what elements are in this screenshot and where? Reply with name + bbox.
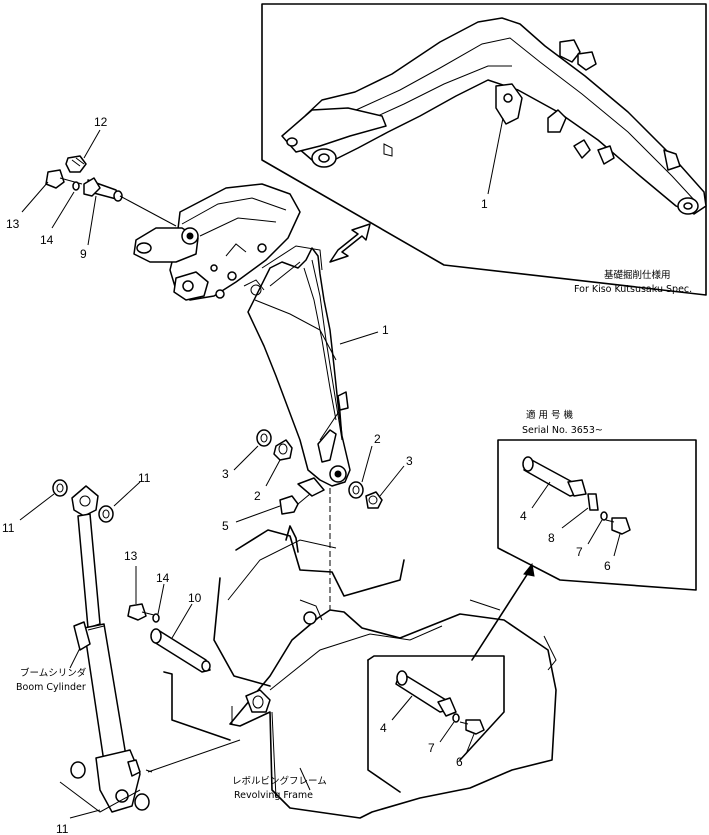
callout-frame-6: 6 [456, 755, 463, 769]
kiso-boom-callout: 1 [481, 197, 488, 211]
callout-serial-6: 6 [604, 559, 611, 573]
upper-pin-assembly [45, 155, 177, 227]
leader-1-main [339, 331, 379, 345]
interchange-arrow [329, 223, 371, 263]
serial-inset-frame [497, 439, 697, 591]
leader-14-lower [157, 583, 165, 615]
callout-2-right: 2 [374, 432, 381, 446]
leader-12 [83, 129, 101, 159]
callout-11-bottom: 11 [56, 822, 69, 835]
callout-5: 5 [222, 519, 229, 533]
kiso-caption-jp: 基礎掘削仕様用 [604, 269, 671, 281]
frame-caption-en: Revolving Frame [234, 790, 313, 801]
serial-inset: 適 用 号 機 Serial No. 3653~ [497, 409, 697, 591]
callout-1-main: 1 [382, 323, 389, 337]
leader-2-right [361, 445, 373, 483]
boom-cylinder [52, 479, 153, 813]
kiso-leader [487, 117, 504, 195]
callout-serial-7: 7 [576, 545, 583, 559]
callout-frame-4: 4 [380, 721, 387, 735]
leader-serial-7 [587, 519, 603, 545]
leader-frame-4 [391, 695, 413, 721]
boom-cyl-leader [69, 647, 81, 669]
kiso-caption-en: For Kiso Kutsusaku Spec. [574, 284, 692, 295]
callout-frame-7: 7 [428, 741, 435, 755]
callout-14-lower: 14 [156, 571, 170, 585]
frame-caption-leader [299, 767, 311, 791]
callout-2-left: 2 [254, 489, 261, 503]
frame-caption-jp: レボルビングフレーム [232, 775, 327, 787]
leader-frame-7 [439, 721, 455, 743]
callout-10: 10 [188, 591, 202, 605]
callout-3-left: 3 [222, 467, 229, 481]
callout-11-tr: 11 [138, 471, 151, 485]
main-boom [133, 183, 351, 487]
foot-seals-bushings [256, 429, 383, 515]
boom-cyl-caption-jp: ブームシリンダ [20, 667, 87, 679]
callout-serial-8: 8 [548, 531, 555, 545]
callout-13-upper: 13 [6, 217, 20, 231]
revolving-frame [147, 488, 557, 819]
leader-14-upper [51, 191, 75, 229]
leader-11-bottom [69, 809, 101, 819]
leader-serial-4 [531, 481, 551, 509]
serial-caption-en: Serial No. 3653~ [522, 425, 603, 436]
leader-11-tr [113, 481, 141, 507]
leader-frame-6 [465, 733, 475, 755]
leader-10 [171, 603, 193, 639]
callout-9: 9 [80, 247, 87, 261]
leader-3-right [379, 465, 405, 497]
leader-13-upper [21, 181, 49, 213]
boom-cyl-caption-en: Boom Cylinder [16, 682, 86, 693]
callout-3-right: 3 [406, 454, 413, 468]
leader-serial-8 [561, 507, 589, 529]
kiso-spec-inset: 1 基礎掘削仕様用 For Kiso Kutsusaku Spec. [261, 3, 707, 296]
leader-11-tl [19, 493, 55, 521]
inset-frame [261, 3, 707, 296]
leader-9 [87, 195, 97, 246]
lower-pin-assembly [127, 603, 211, 673]
leader-3-left [233, 445, 259, 471]
callout-serial-4: 4 [520, 509, 527, 523]
callout-13-lower: 13 [124, 549, 138, 563]
callout-11-tl: 11 [2, 521, 15, 535]
leader-serial-6 [613, 533, 621, 557]
frame-pin-group [367, 655, 505, 793]
serial-caption-jp: 適 用 号 機 [526, 409, 574, 421]
callout-14-upper: 14 [40, 233, 54, 247]
callout-12: 12 [94, 115, 108, 129]
leader-5 [235, 505, 281, 523]
kiso-boom [281, 17, 707, 215]
serial-arrow [471, 562, 535, 661]
leader-2-left [265, 459, 281, 487]
